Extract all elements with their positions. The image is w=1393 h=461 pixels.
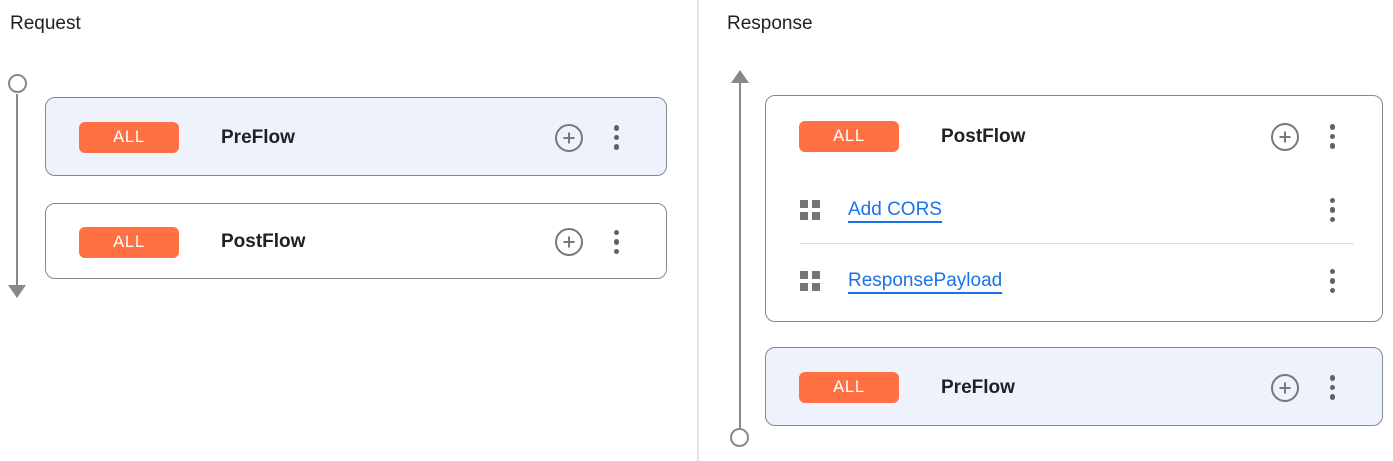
condition-badge: ALL <box>799 372 899 403</box>
response-postflow-card[interactable]: ALL PostFlow Add CORS <box>765 95 1383 322</box>
kebab-menu-icon <box>1329 124 1335 130</box>
request-postflow-header: ALL PostFlow <box>46 204 666 280</box>
plus-circle-icon <box>554 123 583 152</box>
policy-link-responsepayload[interactable]: ResponsePayload <box>848 270 1003 291</box>
policy-menu-button[interactable] <box>1326 196 1340 225</box>
kebab-menu-icon <box>1329 197 1335 204</box>
request-flow-start-node <box>8 74 27 93</box>
add-policy-button[interactable] <box>1270 122 1300 152</box>
request-preflow-card[interactable]: ALL PreFlow <box>45 97 667 176</box>
request-preflow-header: ALL PreFlow <box>46 98 666 177</box>
add-policy-button[interactable] <box>554 227 584 257</box>
response-postflow-header: ALL PostFlow <box>766 96 1382 177</box>
policy-grid-icon <box>800 271 820 291</box>
flow-menu-button[interactable] <box>610 123 624 152</box>
policy-grid-icon <box>800 200 820 220</box>
response-preflow-header: ALL PreFlow <box>766 348 1382 427</box>
response-flow-start-node <box>730 428 749 447</box>
kebab-menu-icon <box>1329 268 1335 275</box>
condition-badge: ALL <box>79 122 179 153</box>
response-lane-title: Response <box>727 13 813 34</box>
kebab-menu-icon <box>1329 375 1335 381</box>
request-postflow-card[interactable]: ALL PostFlow <box>45 203 667 279</box>
policy-menu-button[interactable] <box>1326 267 1340 296</box>
kebab-menu-icon <box>613 125 619 131</box>
add-policy-button[interactable] <box>554 123 584 153</box>
flow-menu-button[interactable] <box>610 228 624 257</box>
policy-row[interactable]: ResponsePayload <box>766 244 1382 318</box>
policy-link-add-cors[interactable]: Add CORS <box>848 199 942 220</box>
policy-row-divider <box>800 243 1354 244</box>
flow-name-label: PreFlow <box>221 126 295 148</box>
plus-circle-icon <box>1270 122 1299 151</box>
request-flow-rail <box>16 94 18 285</box>
request-lane-title: Request <box>10 13 81 34</box>
condition-badge: ALL <box>79 226 179 258</box>
flow-menu-button[interactable] <box>1326 373 1340 402</box>
flow-name-label: PostFlow <box>941 125 1026 147</box>
response-preflow-card[interactable]: ALL PreFlow <box>765 347 1383 426</box>
response-flow-rail <box>739 83 741 428</box>
flow-menu-button[interactable] <box>1326 122 1340 151</box>
column-divider <box>697 0 699 461</box>
add-policy-button[interactable] <box>1270 373 1300 403</box>
kebab-menu-icon <box>613 229 619 236</box>
flow-name-label: PostFlow <box>221 231 306 252</box>
flow-name-label: PreFlow <box>941 376 1015 398</box>
policy-row[interactable]: Add CORS <box>766 177 1382 243</box>
response-flow-direction-arrow-icon <box>731 70 749 83</box>
plus-circle-icon <box>554 228 583 256</box>
request-flow-direction-arrow-icon <box>8 285 26 298</box>
condition-badge: ALL <box>799 121 899 152</box>
plus-circle-icon <box>1270 373 1299 402</box>
